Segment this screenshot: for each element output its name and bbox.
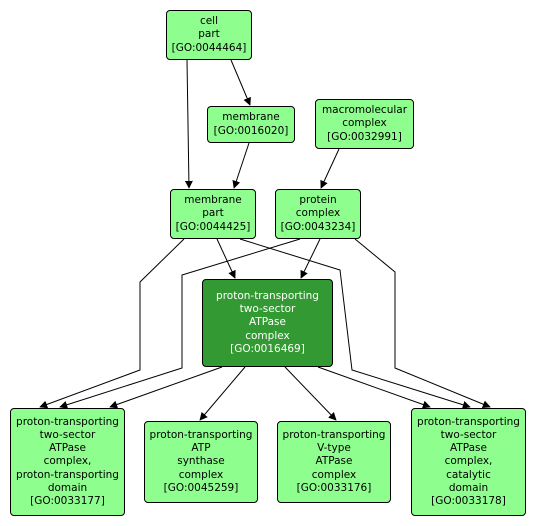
node-membrane[interactable]: membrane [GO:0016020] [207,106,295,143]
node-catalytic-domain[interactable]: proton-transporting two-sector ATPase co… [411,408,526,516]
node-protein-complex[interactable]: protein complex [GO:0043234] [275,189,361,239]
edge-GO0043234-to-GO0033178 [354,238,491,408]
edge-GO0044464-to-GO0016020 [230,59,251,106]
edge-GO0044464-to-GO0044425 [184,59,193,189]
edge-GO0043234-to-GO0016469 [300,238,321,279]
node-label: membrane [GO:0016020] [213,111,289,137]
node-label: cell part [GO:0044464] [171,15,247,54]
edge-GO0016469-to-GO0033178 [317,366,431,409]
node-label: macromolecular complex [GO:0032991] [321,104,408,143]
node-label: proton-transporting two-sector ATPase co… [417,415,520,507]
edge-GO0016020-to-GO0044425 [232,142,250,189]
node-label: membrane part [GO:0044425] [175,194,251,233]
node-label: proton-transporting two-sector ATPase co… [16,415,119,507]
node-proton-transporting-two-sector-atpase-complex[interactable]: proton-transporting two-sector ATPase co… [202,279,333,367]
edge-GO0044425-to-GO0033177 [39,238,185,409]
node-label: protein complex [GO:0043234] [280,194,356,233]
edge-GO0016469-to-GO0045259 [199,366,246,421]
node-atp-synthase-complex[interactable]: proton-transporting ATP synthase complex… [144,421,258,503]
node-label: proton-transporting two-sector ATPase co… [216,289,319,355]
node-macromolecular-complex[interactable]: macromolecular complex [GO:0032991] [315,99,414,149]
edge-GO0044425-to-GO0033178 [239,238,471,409]
node-v-type-atpase-complex[interactable]: proton-transporting V-type ATPase comple… [277,421,391,503]
node-membrane-part[interactable]: membrane part [GO:0044425] [170,189,256,239]
edge-GO0016469-to-GO0033176 [284,366,337,421]
node-cell-part[interactable]: cell part [GO:0044464] [166,10,252,60]
edge-GO0044425-to-GO0016469 [216,238,236,279]
edge-GO0043234-to-GO0033177 [59,238,301,409]
node-label: proton-transporting ATP synthase complex… [149,428,253,494]
node-label: proton-transporting V-type ATPase comple… [282,428,386,494]
node-proton-transporting-domain[interactable]: proton-transporting two-sector ATPase co… [10,408,125,516]
edge-GO0032991-to-GO0043234 [320,148,340,189]
edge-GO0016469-to-GO0033177 [109,366,223,409]
